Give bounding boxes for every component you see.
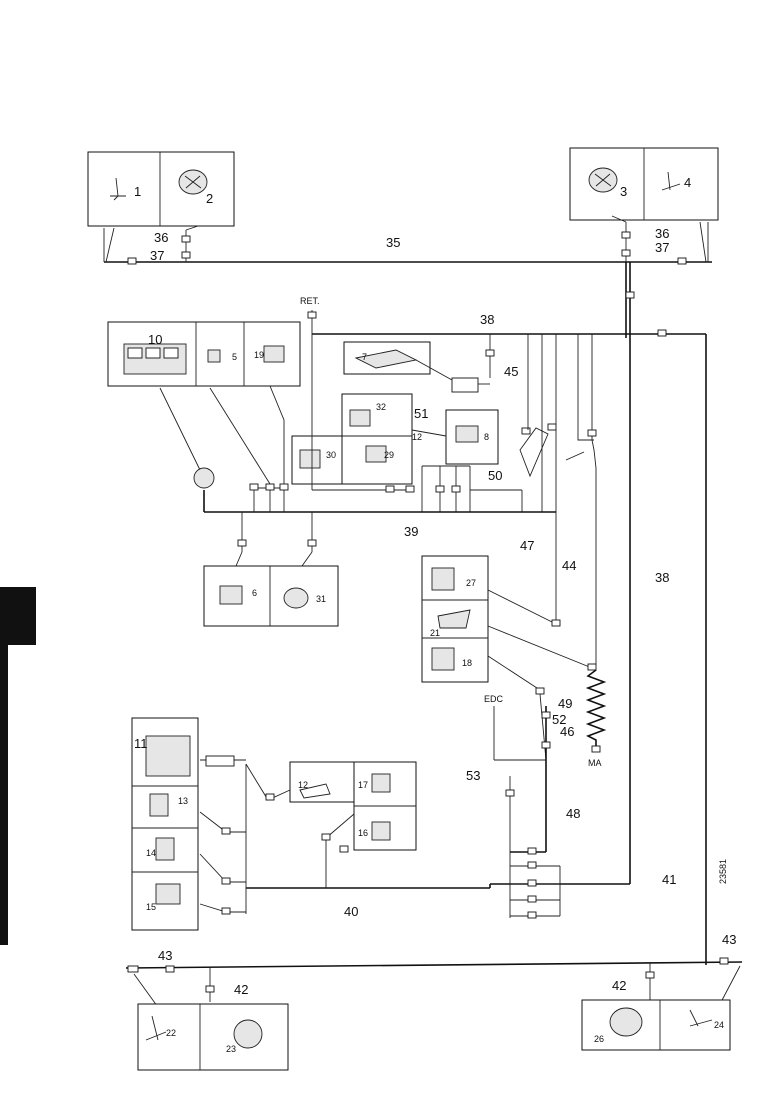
harness-48 xyxy=(493,693,561,919)
label-12-top: 12 xyxy=(412,432,422,442)
component-box-12-17-16 xyxy=(289,761,417,851)
label-13: 13 xyxy=(178,796,188,806)
label-8: 8 xyxy=(484,432,489,442)
label-12: 12 xyxy=(298,780,308,790)
label-37-left: 37 xyxy=(150,248,164,263)
label-36-right: 36 xyxy=(655,226,669,241)
label-43-right: 43 xyxy=(722,932,736,947)
label-43-left: 43 xyxy=(158,948,172,963)
central-panel xyxy=(291,334,557,512)
label-19: 19 xyxy=(254,350,264,360)
page-edge-tab xyxy=(0,587,36,645)
label-42-left: 42 xyxy=(234,982,248,997)
component-box-22-23 xyxy=(137,1003,289,1071)
label-48: 48 xyxy=(566,806,580,821)
label-17: 17 xyxy=(358,780,368,790)
label-ret: RET. xyxy=(300,296,320,306)
label-45: 45 xyxy=(504,364,518,379)
label-16: 16 xyxy=(358,828,368,838)
page-edge-strip xyxy=(0,645,8,945)
label-11: 11 xyxy=(134,736,148,751)
harness-43 xyxy=(125,957,743,1011)
label-31: 31 xyxy=(316,594,326,604)
label-4: 4 xyxy=(684,175,691,190)
label-27: 27 xyxy=(466,578,476,588)
label-26: 26 xyxy=(594,1034,604,1044)
label-47: 47 xyxy=(520,538,534,553)
harness-40 xyxy=(199,755,491,915)
label-1: 1 xyxy=(134,184,141,199)
label-7: 7 xyxy=(362,352,367,362)
component-box-10-5-19 xyxy=(107,321,301,387)
component-stack-11-15 xyxy=(131,717,199,931)
label-21: 21 xyxy=(430,628,440,638)
label-15: 15 xyxy=(146,902,156,912)
label-35: 35 xyxy=(386,235,400,250)
harness-38 xyxy=(312,262,707,965)
harness-35 xyxy=(103,215,712,265)
label-46: 46 xyxy=(560,724,574,739)
label-42-right: 42 xyxy=(612,978,626,993)
label-3: 3 xyxy=(620,184,627,199)
harness-39 xyxy=(159,385,556,567)
component-box-6-31 xyxy=(203,565,339,627)
coil-46 xyxy=(585,669,607,753)
component-box-1-2 xyxy=(87,151,235,227)
label-51: 51 xyxy=(414,406,428,421)
label-37-right: 37 xyxy=(655,240,669,255)
component-box-3-4 xyxy=(569,147,719,221)
label-edc: EDC xyxy=(484,694,504,704)
label-41: 41 xyxy=(662,872,676,887)
label-5: 5 xyxy=(232,352,237,362)
label-30: 30 xyxy=(326,450,336,460)
label-23: 23 xyxy=(226,1044,236,1054)
label-29: 29 xyxy=(384,450,394,460)
label-32: 32 xyxy=(376,402,386,412)
label-ma: MA xyxy=(588,758,602,768)
label-22: 22 xyxy=(166,1028,176,1038)
component-box-27-21-18 xyxy=(421,555,597,695)
label-2: 2 xyxy=(206,191,213,206)
label-53: 53 xyxy=(466,768,480,783)
label-49: 49 xyxy=(558,696,572,711)
component-box-26-24 xyxy=(581,999,731,1051)
label-36-left: 36 xyxy=(154,230,168,245)
label-6: 6 xyxy=(252,588,257,598)
ret-connector xyxy=(307,311,317,319)
label-39: 39 xyxy=(404,524,418,539)
label-24: 24 xyxy=(714,1020,724,1030)
label-38-lower: 38 xyxy=(655,570,669,585)
harness-47-44 xyxy=(555,334,597,664)
label-52: 52 xyxy=(552,712,566,727)
figure-number: 23581 xyxy=(718,859,728,884)
label-10: 10 xyxy=(148,332,162,347)
label-18: 18 xyxy=(462,658,472,668)
label-14: 14 xyxy=(146,848,156,858)
label-40: 40 xyxy=(344,904,358,919)
label-50: 50 xyxy=(488,468,502,483)
label-44: 44 xyxy=(562,558,576,573)
label-38: 38 xyxy=(480,312,494,327)
